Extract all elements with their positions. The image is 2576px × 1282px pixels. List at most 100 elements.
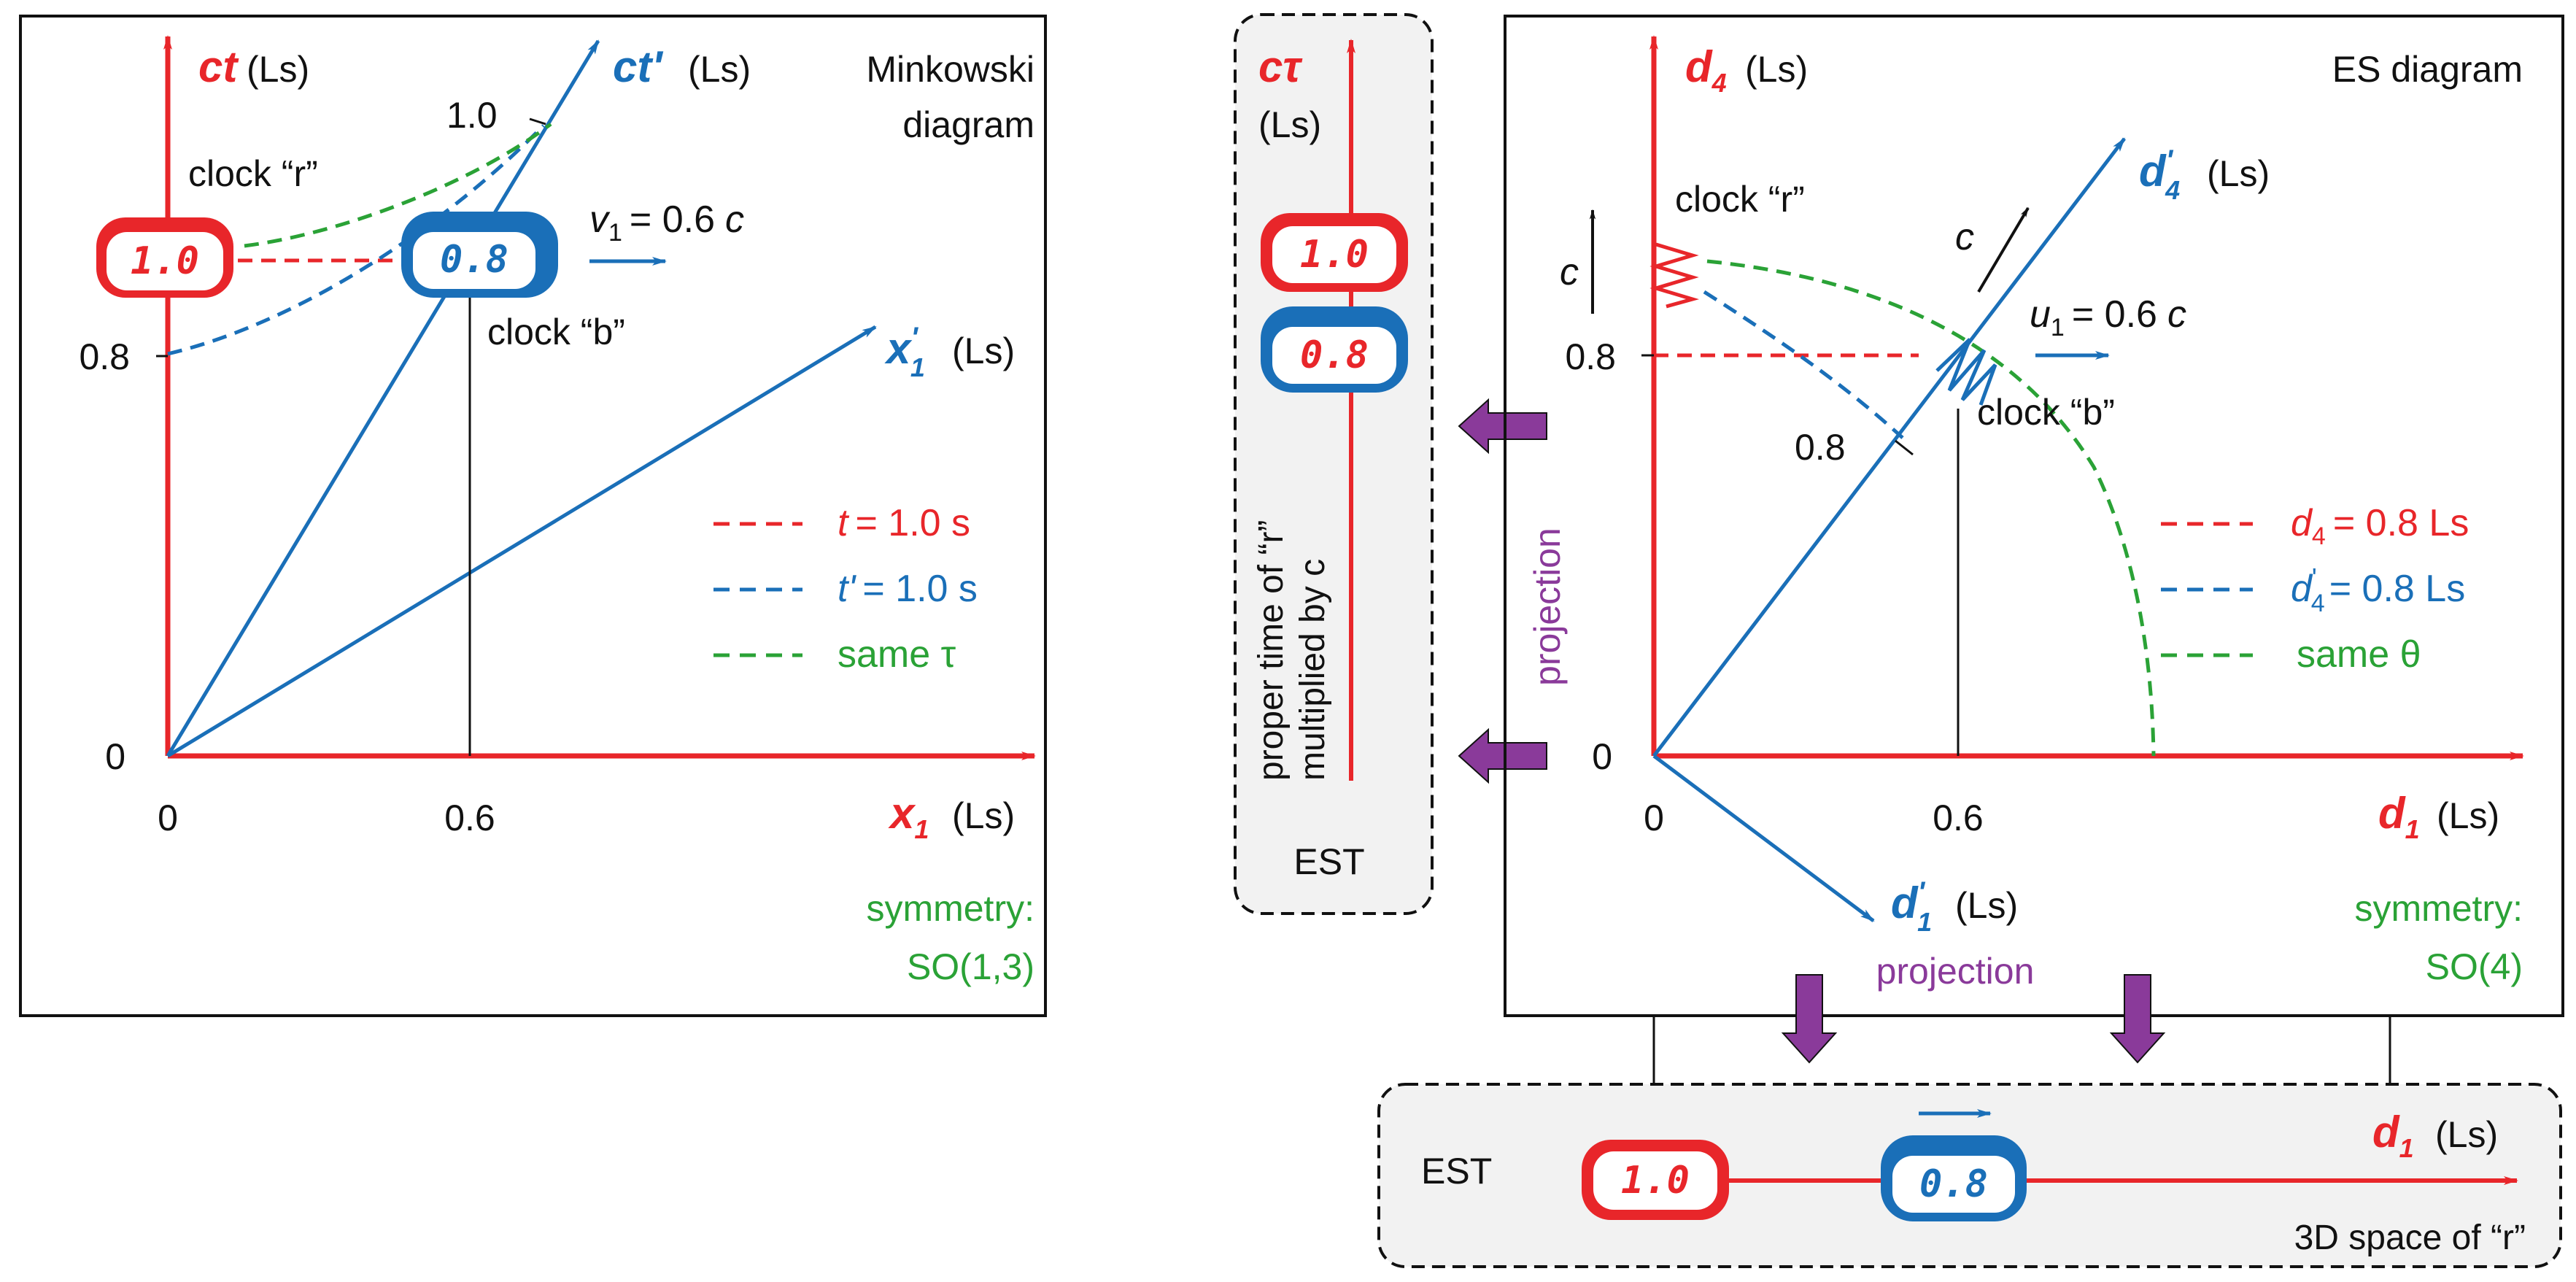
es-axis-d1-unit: (Ls) (2437, 795, 2499, 836)
minkowski-frame (19, 15, 1047, 1017)
minkowski-axis-ct-prime: ct' (613, 42, 663, 91)
proper-time-caption-line1: proper time of “r” (1252, 520, 1291, 781)
minkowski-title-line1: Minkowski (866, 49, 1034, 90)
es-tick-0-x-label: 0 (1644, 798, 1664, 838)
minkowski-velocity-sub: 1 (608, 219, 622, 247)
minkowski-axis-ct: ct (198, 42, 239, 91)
es-velocity-c: c (2167, 293, 2186, 336)
es-velocity-value: = 0.6 (2072, 293, 2157, 336)
space-clock-red: 1.0 (1582, 1140, 1729, 1220)
es-blue-dash (1703, 290, 1904, 439)
es-symmetry-line2: SO(4) (2426, 946, 2523, 987)
space-panel: EST 1.0 0.8 d1 (Ls) 3D space of “r” (1377, 1083, 2562, 1268)
space-axis-d1: d1 (2372, 1108, 2414, 1163)
es-c-label-b: c (1955, 216, 1974, 258)
minkowski-axis-x1-prime: x'1 (884, 322, 925, 382)
es-axis-d4-prime-unit: (Ls) (2207, 153, 2270, 194)
es-tick-06-x-label: 0.6 (1933, 798, 1984, 838)
minkowski-ct-prime-axis (166, 39, 600, 757)
es-title: ES diagram (2332, 49, 2523, 90)
projection-arrow-upper (1458, 398, 1547, 455)
proper-time-clock-blue: 0.8 (1261, 306, 1408, 393)
space-axis-d1-unit: (Ls) (2435, 1114, 2498, 1155)
minkowski-panel: 1.0 0.8 ct (Ls) ct' (Ls) Minkowski diagr… (19, 15, 1047, 1017)
es-axis-d4-unit: (Ls) (1745, 49, 1808, 90)
es-green-dash (1706, 259, 2156, 757)
es-tick-08-y-label: 0.8 (1565, 336, 1616, 377)
projection-arrows-left: projection (1458, 398, 1568, 784)
es-clock-r-zigzag (1649, 242, 1700, 309)
minkowski-clock-b-label: clock “b” (487, 312, 625, 352)
minkowski-x1-prime-axis (166, 325, 877, 758)
es-c-label-r: c (1560, 251, 1579, 293)
space-clock-blue-reading: 0.8 (1919, 1162, 1988, 1206)
minkowski-clock-b-reading: 0.8 (440, 238, 508, 282)
proper-time-unit: (Ls) (1258, 104, 1321, 145)
es-axis-d4-prime: d'4 (2139, 144, 2180, 205)
es-velocity-sub: 1 (2051, 314, 2065, 341)
minkowski-axis-x1-prime-unit: (Ls) (952, 331, 1015, 371)
es-clock-b-zigzag (1935, 338, 1997, 406)
minkowski-symmetry-line2: SO(1,3) (907, 946, 1034, 987)
es-axis-d4: d4 (1685, 42, 1727, 98)
es-d1-prime-axis (1652, 754, 1875, 922)
projection-arrow-down-right (2109, 974, 2166, 1064)
es-clock-r-label: clock “r” (1675, 179, 1805, 220)
minkowski-clock-b: 0.8 (401, 212, 558, 298)
es-tick-08-diag (1895, 439, 1914, 456)
es-panel: d4 (Ls) ES diagram d'4 (Ls) clock “r” c … (1504, 15, 2564, 1017)
es-symmetry-line1: symmetry: (2354, 888, 2523, 929)
minkowski-clock-r: 1.0 (96, 217, 233, 298)
space-caption: 3D space of “r” (2294, 1219, 2526, 1257)
minkowski-tick-10-label: 1.0 (446, 95, 498, 136)
minkowski-clock-r-reading: 1.0 (131, 239, 199, 283)
es-c-arrow-b (1977, 206, 2030, 293)
proper-time-clock-blue-reading: 0.8 (1300, 333, 1369, 377)
minkowski-velocity-var: v (589, 198, 611, 241)
es-legend-green: same θ (2297, 633, 2421, 676)
projection-arrow-down-left (1781, 974, 1838, 1064)
minkowski-tick-06-x: 0.6 (444, 798, 495, 838)
es-legend-red: d4= 0.8 Ls (2291, 502, 2469, 550)
space-est-label: EST (1421, 1151, 1492, 1192)
proper-time-axis-label: cτ (1258, 42, 1303, 91)
projection-vertical-label: projection (1527, 528, 1568, 686)
minkowski-tick-08-y: 0.8 (79, 336, 130, 377)
es-velocity-var: u (2030, 293, 2051, 336)
projection-arrow-lower (1458, 727, 1547, 784)
space-clock-blue: 0.8 (1881, 1135, 2027, 1221)
proper-time-clock-red-reading: 1.0 (1300, 233, 1369, 277)
minkowski-axis-ct-unit: (Ls) (247, 49, 309, 90)
minkowski-blue-dash (167, 124, 545, 356)
minkowski-symmetry-line1: symmetry: (866, 888, 1034, 929)
es-projection-label: projection (1876, 951, 2035, 992)
minkowski-tick-0-x: 0 (158, 798, 178, 838)
minkowski-legend-green: same τ (838, 633, 956, 676)
es-clock-b-label: clock “b” (1977, 392, 2115, 433)
minkowski-velocity-value: = 0.6 (630, 198, 715, 241)
minkowski-velocity-c: c (725, 198, 744, 241)
proper-time-footer: EST (1293, 841, 1364, 882)
es-legend: d4= 0.8 Ls d'4= 0.8 Ls same θ (2161, 502, 2469, 676)
minkowski-clock-r-label: clock “r” (188, 153, 318, 194)
minkowski-axis-x1: x1 (888, 789, 929, 844)
minkowski-tick-0-y: 0 (105, 736, 125, 777)
minkowski-title-line2: diagram (902, 104, 1034, 145)
es-axis-d1-prime: d'1 (1891, 876, 1932, 937)
minkowski-tick-10-mark (529, 117, 546, 126)
proper-time-caption-line2: multiplied by c (1293, 559, 1332, 781)
space-clock-red-reading: 1.0 (1621, 1159, 1690, 1202)
es-legend-blue: d'4= 0.8 Ls (2291, 563, 2465, 617)
minkowski-legend: t= 1.0 s t'= 1.0 s same τ (713, 502, 978, 676)
es-d4-prime-axis (1652, 137, 2126, 757)
es-axis-d1: d1 (2378, 789, 2420, 844)
es-tick-0-y-label: 0 (1592, 736, 1612, 777)
projection-arrows-down (1652, 974, 2391, 1084)
minkowski-axis-x1-unit: (Ls) (952, 795, 1015, 836)
minkowski-legend-blue: t'= 1.0 s (838, 568, 978, 610)
es-axis-d1-prime-unit: (Ls) (1955, 885, 2018, 926)
proper-time-clock-red: 1.0 (1261, 213, 1408, 292)
